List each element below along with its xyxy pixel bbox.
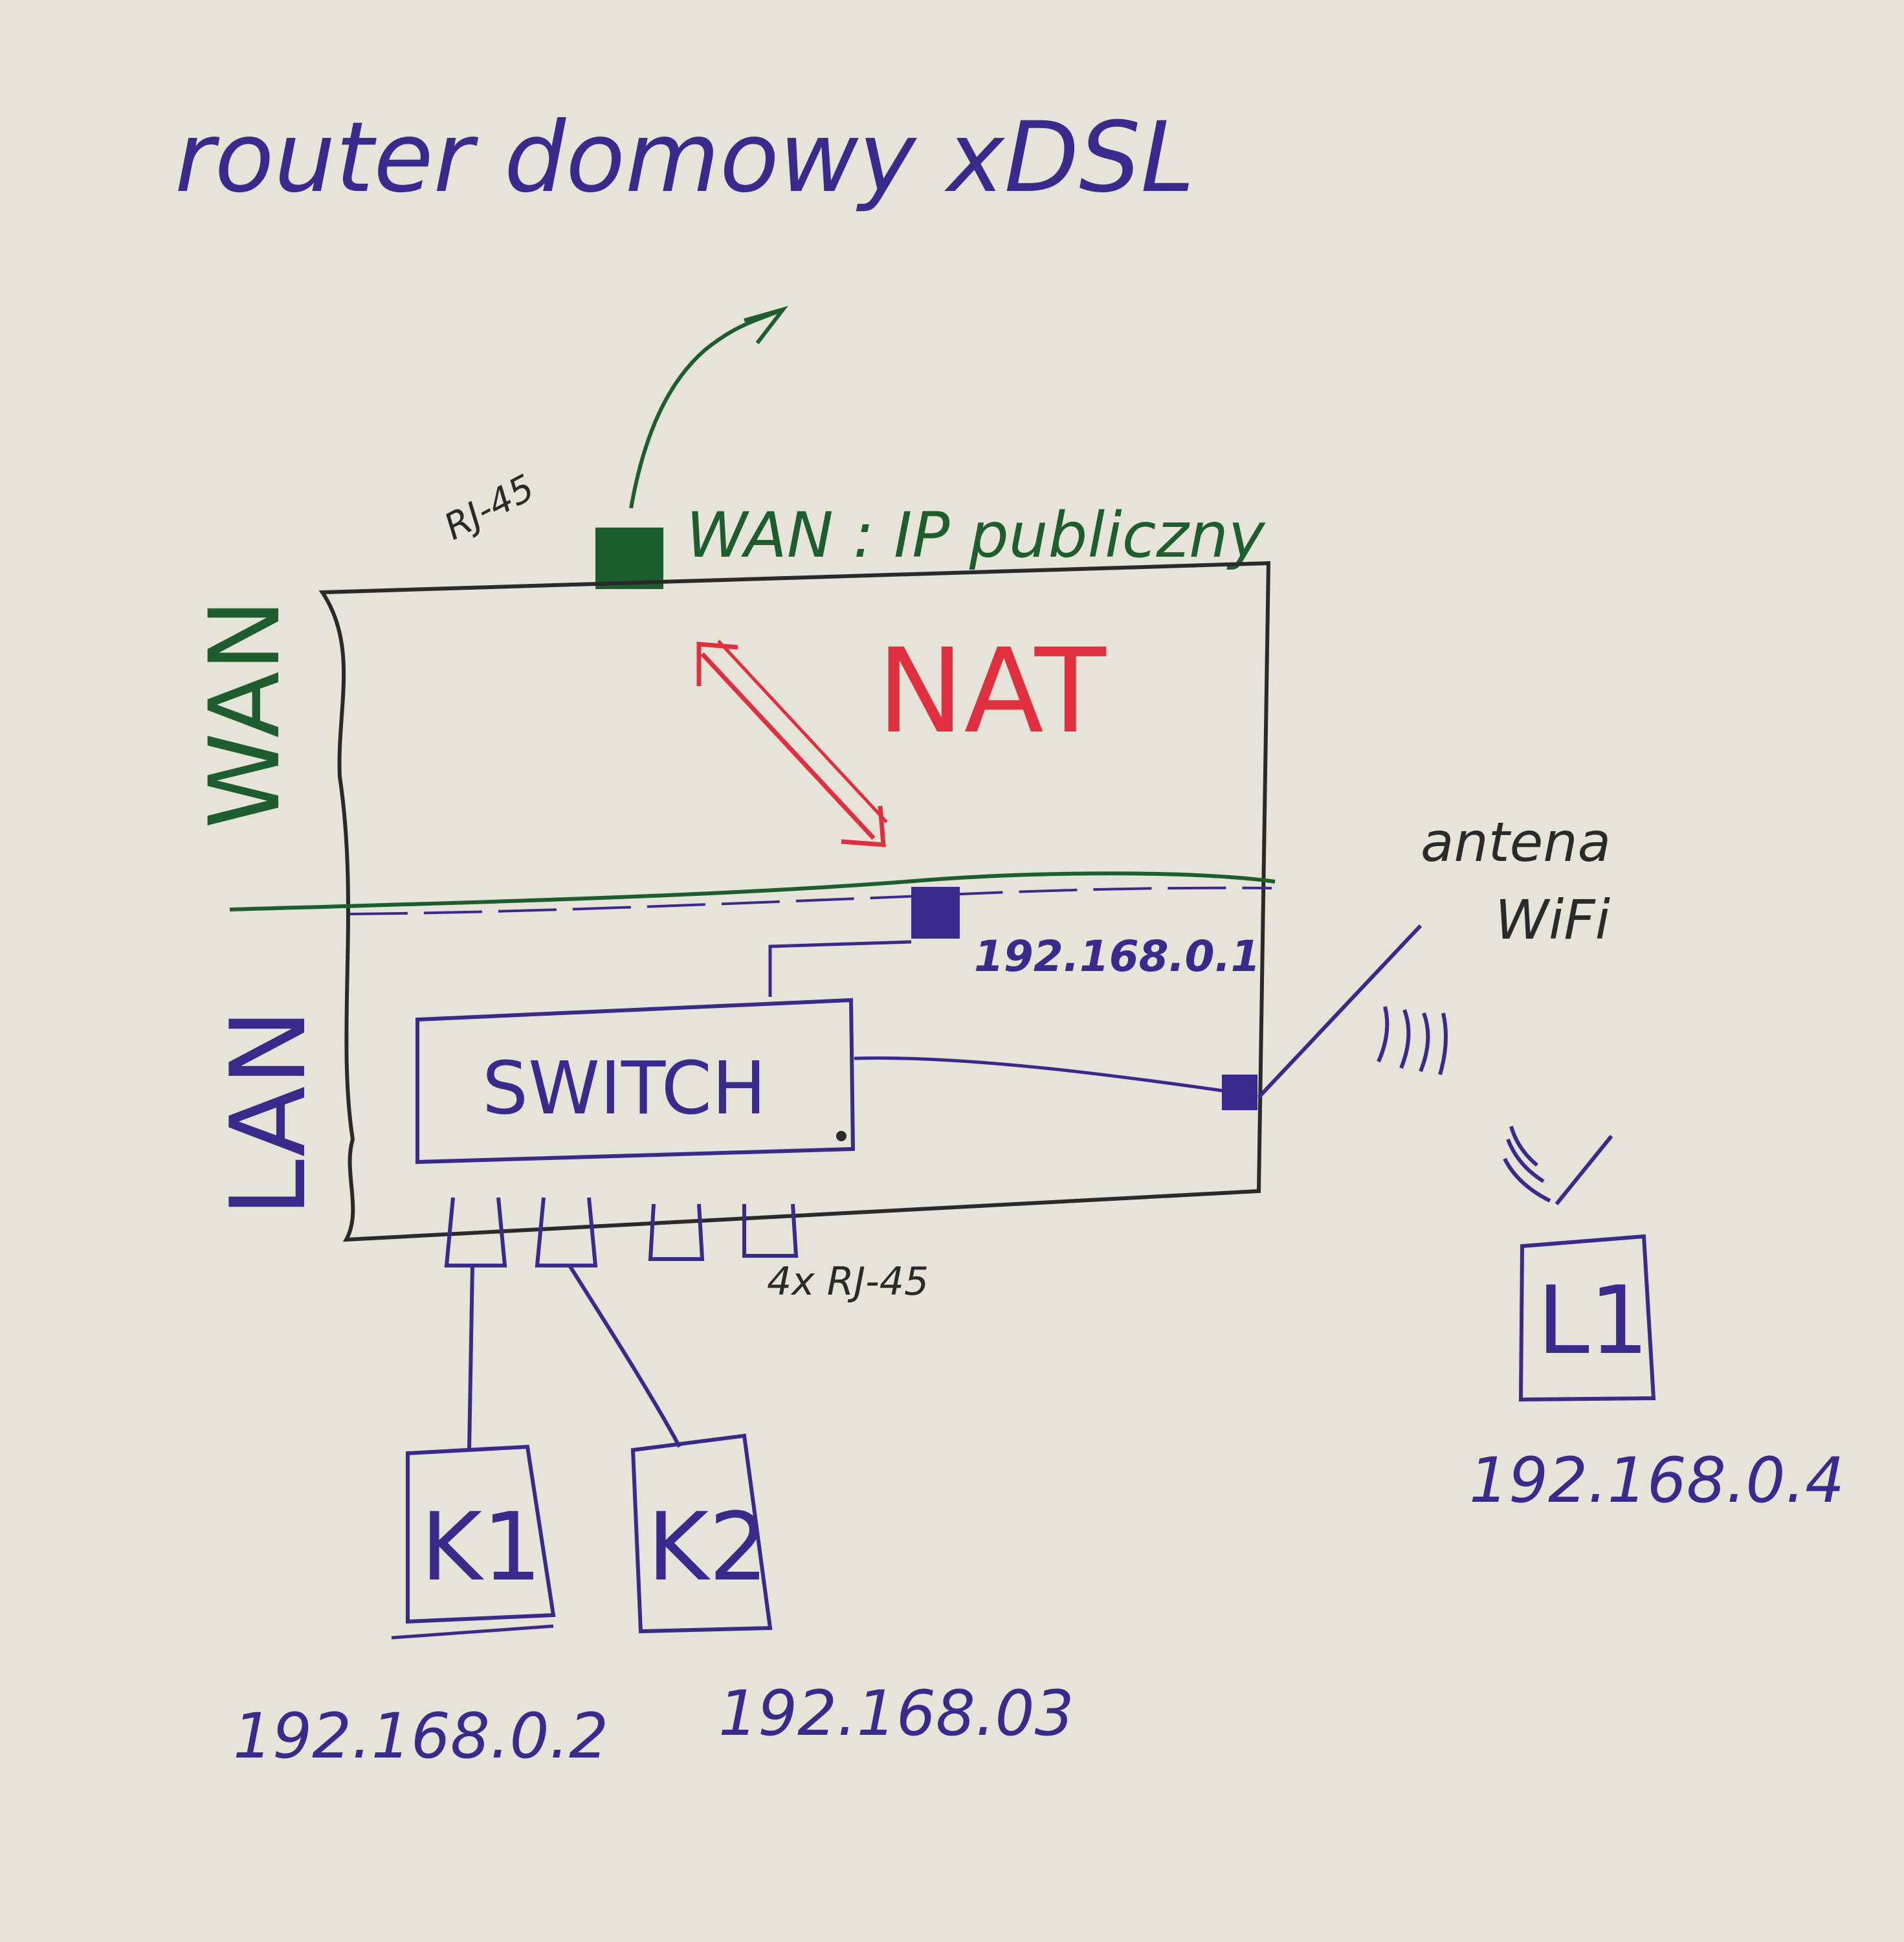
device-l1-ip: 192.168.0.4 bbox=[1469, 1444, 1844, 1517]
lan-port-1 bbox=[444, 1197, 507, 1267]
device-l1-box bbox=[1518, 1234, 1656, 1402]
device-k2-ip: 192.168.03 bbox=[718, 1677, 1074, 1750]
wan-lan-separator bbox=[229, 871, 1276, 911]
lan-gateway-ip: 192.168.0.1 bbox=[974, 932, 1261, 981]
diagram-title: router domowy xDSL bbox=[175, 102, 1195, 214]
cable-k1 bbox=[467, 1265, 474, 1451]
device-k2-box bbox=[630, 1433, 773, 1634]
antenna bbox=[1257, 924, 1422, 1099]
lan-port-2 bbox=[535, 1197, 598, 1267]
lan-port-3 bbox=[648, 1203, 705, 1261]
nat-arrow-shaft bbox=[700, 652, 876, 840]
antenna-signal-waves bbox=[1377, 1006, 1448, 1075]
device-k2-name: K2 bbox=[647, 1493, 768, 1602]
nat-arrowhead-bottom bbox=[841, 805, 886, 847]
router-box bbox=[318, 561, 1271, 1242]
nat-arrow-shaft-2 bbox=[717, 640, 888, 823]
wan-ip-label: WAN : IP publiczny bbox=[686, 499, 1266, 572]
switch-dot bbox=[836, 1131, 847, 1141]
lan-port-4 bbox=[742, 1203, 799, 1258]
wifi-module bbox=[1222, 1075, 1257, 1110]
lan-ports-label: 4x RJ-45 bbox=[767, 1259, 929, 1304]
device-l1-signal-waves bbox=[1503, 1126, 1551, 1203]
antenna-label-line1: antena bbox=[1421, 810, 1611, 874]
uplink-arrowhead bbox=[744, 306, 788, 344]
wan-port bbox=[595, 528, 663, 589]
side-label-lan: LAN bbox=[208, 1009, 329, 1217]
device-k1-base bbox=[391, 1624, 554, 1640]
gateway-to-switch-link bbox=[768, 940, 912, 997]
nat-arrowhead-top bbox=[696, 642, 738, 686]
side-label-wan: WAN bbox=[189, 599, 302, 829]
device-k1-ip: 192.168.0.2 bbox=[233, 1700, 608, 1772]
lan-interface-port bbox=[911, 887, 960, 939]
device-k1-box bbox=[406, 1444, 556, 1624]
device-l1-name: L1 bbox=[1537, 1266, 1649, 1376]
switch-box bbox=[415, 998, 856, 1165]
switch-to-wifi-link bbox=[854, 1056, 1224, 1093]
device-l1-antenna bbox=[1555, 1135, 1613, 1205]
cable-k2 bbox=[568, 1264, 681, 1448]
lan-ports bbox=[444, 1197, 799, 1267]
antenna-label-line2: WiFi bbox=[1495, 888, 1610, 952]
uplink-cable bbox=[629, 309, 781, 509]
device-k1-name: K1 bbox=[421, 1493, 542, 1602]
lan-boundary bbox=[349, 886, 1272, 915]
switch-label: SWITCH bbox=[482, 1047, 766, 1131]
nat-label: NAT bbox=[877, 624, 1107, 759]
